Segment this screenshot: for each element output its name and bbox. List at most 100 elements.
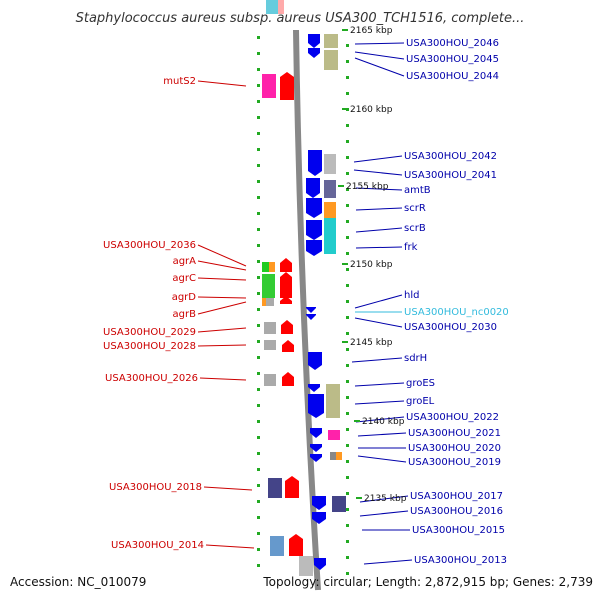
- track-dot: [257, 36, 260, 39]
- reverse-gene-arrow: [310, 444, 322, 452]
- right-leader-line: [357, 455, 407, 463]
- right-leader-line: [354, 51, 405, 60]
- gene-box-top: [266, 0, 278, 14]
- right-leader-line: [359, 495, 409, 503]
- reverse-gene-arrow: [314, 558, 326, 570]
- track-dot: [346, 156, 349, 159]
- track-dot: [257, 516, 260, 519]
- right-leader-line: [351, 357, 403, 363]
- gene-box: [332, 496, 346, 512]
- right-leader-line: [354, 294, 403, 309]
- track-dot: [346, 92, 349, 95]
- left-leader-line: [197, 296, 247, 299]
- track-dot: [257, 180, 260, 183]
- right-gene-label: hld: [404, 290, 419, 301]
- track-dot: [257, 100, 260, 103]
- right-leader-line: [355, 416, 405, 423]
- track-dot: [346, 332, 349, 335]
- track-dot: [257, 148, 260, 151]
- right-gene-label: USA300HOU_2020: [408, 443, 501, 454]
- left-leader-line: [197, 301, 247, 315]
- right-gene-label: USA300HOU_2016: [410, 506, 503, 517]
- right-gene-label: USA300HOU_2017: [410, 491, 503, 502]
- reverse-gene-arrow: [306, 198, 322, 218]
- forward-gene-arrow: [280, 72, 294, 100]
- right-leader-line: [355, 207, 403, 211]
- track-dot: [257, 436, 260, 439]
- gene-box: [336, 452, 342, 460]
- right-leader-line: [353, 169, 403, 176]
- right-leader-line: [354, 42, 405, 45]
- track-dot: [346, 540, 349, 543]
- right-gene-label: scrR: [404, 203, 426, 214]
- gene-box: [299, 556, 313, 576]
- track-dot: [257, 52, 260, 55]
- gene-box: [270, 536, 284, 556]
- track-dot: [346, 572, 349, 575]
- track-dot: [346, 524, 349, 527]
- scale-tick-label: 2140 kbp: [362, 417, 405, 427]
- track-dot: [257, 308, 260, 311]
- right-gene-label: USA300HOU_2041: [404, 170, 497, 181]
- track-dot: [346, 284, 349, 287]
- track-dot: [346, 300, 349, 303]
- right-leader-line: [359, 510, 409, 517]
- reverse-gene-arrow: [306, 178, 320, 198]
- right-leader-line: [355, 246, 403, 249]
- track-dot: [346, 124, 349, 127]
- left-gene-label: USA300HOU_2028: [103, 341, 196, 352]
- right-leader-line: [353, 155, 403, 163]
- right-gene-label: scrB: [404, 223, 426, 234]
- left-gene-label: mutS2: [163, 76, 196, 87]
- left-gene-label: agrA: [173, 256, 197, 267]
- scale-tick-label: 2135 kbp: [364, 494, 407, 504]
- track-dot: [257, 292, 260, 295]
- right-gene-label: USA300HOU_2046: [406, 38, 499, 49]
- track-dot: [257, 420, 260, 423]
- gene-box: [264, 340, 276, 350]
- right-gene-label: USA300HOU_2021: [408, 428, 501, 439]
- gene-box: [262, 262, 269, 272]
- scale-tick-label: 2160 kbp: [350, 105, 393, 115]
- left-leader-line: [197, 344, 247, 347]
- right-gene-label: USA300HOU_2019: [408, 457, 501, 468]
- track-dot: [257, 452, 260, 455]
- track-dot: [257, 548, 260, 551]
- gene-box: [324, 180, 336, 198]
- scale-tick-label: 2155 kbp: [346, 182, 389, 192]
- right-gene-label: frk: [404, 242, 418, 253]
- left-gene-label: agrC: [172, 273, 196, 284]
- track-dot: [346, 428, 349, 431]
- track-dot: [346, 380, 349, 383]
- track-dot: [346, 444, 349, 447]
- left-gene-label: USA300HOU_2014: [111, 540, 204, 551]
- right-leader-line: [354, 382, 405, 387]
- track-dot: [257, 404, 260, 407]
- right-leader-line: [355, 227, 403, 233]
- track-dot: [346, 172, 349, 175]
- left-leader-line: [199, 377, 247, 381]
- right-leader-line: [355, 187, 403, 191]
- track-dot: [346, 460, 349, 463]
- gene-box: [324, 218, 336, 254]
- left-gene-label: USA300HOU_2029: [103, 327, 196, 338]
- track-dot: [346, 556, 349, 559]
- track-dot: [257, 68, 260, 71]
- right-gene-label: USA300HOU_2013: [414, 555, 507, 566]
- forward-gene-arrow: [282, 340, 294, 352]
- right-gene-label: groEL: [406, 396, 435, 407]
- left-leader-line: [197, 260, 247, 271]
- reverse-gene-arrow: [306, 240, 322, 256]
- track-dot: [257, 532, 260, 535]
- reverse-gene-arrow: [306, 307, 316, 313]
- scale-tick-label: 2150 kbp: [350, 260, 393, 270]
- right-gene-labels: USA300HOU_2046USA300HOU_2045USA300HOU_20…: [404, 38, 509, 566]
- gene-box: [268, 478, 282, 498]
- forward-gene-arrow: [280, 258, 292, 272]
- track-dot: [257, 372, 260, 375]
- gene-box: [328, 430, 340, 440]
- reverse-gene-arrow: [308, 384, 320, 392]
- track-dot: [257, 468, 260, 471]
- track-dot: [346, 268, 349, 271]
- right-leader-line: [354, 57, 405, 77]
